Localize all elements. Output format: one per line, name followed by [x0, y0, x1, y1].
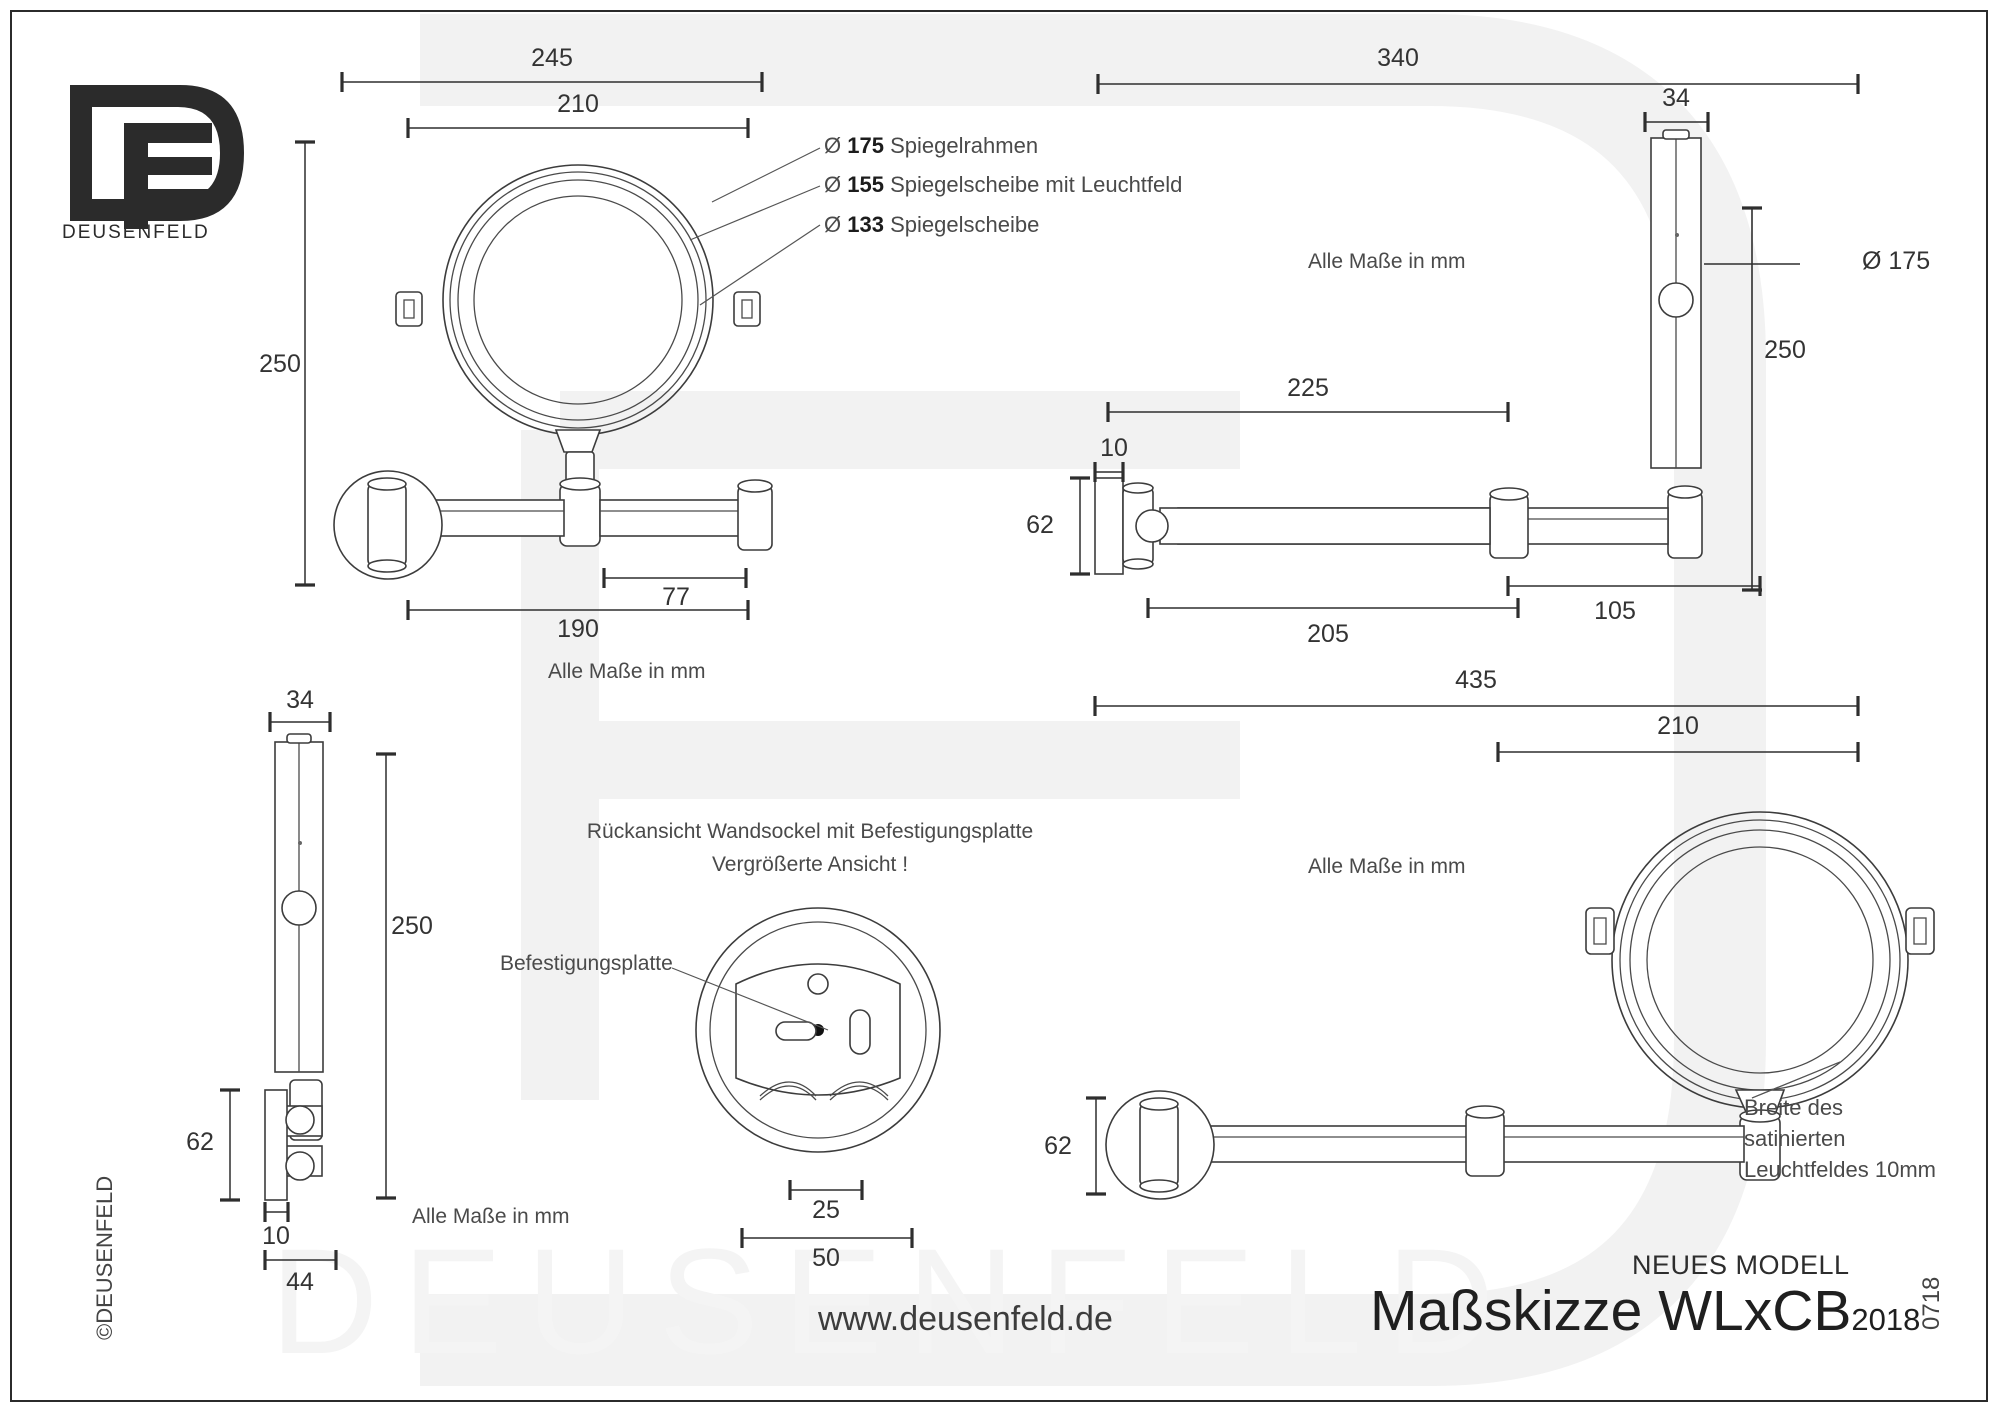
- dim-wall-base-50: 50: [812, 1244, 840, 1272]
- note-lightband: Breite des satinierten Leuchtfeldes 10mm: [1744, 1092, 1936, 1185]
- view-side-bottom-left: [220, 712, 396, 1270]
- dim-front-left-77: 77: [662, 583, 690, 611]
- dim-side-top-34: 34: [1662, 84, 1690, 112]
- dim-side-top-250: 250: [1764, 336, 1806, 364]
- callout-label: Spiegelscheibe: [890, 212, 1040, 237]
- title-year: 2018: [1851, 1302, 1921, 1337]
- view-front-left: [295, 72, 821, 620]
- dim-side-top-10: 10: [1100, 434, 1128, 462]
- logo-wordmark: DEUSENFELD: [62, 222, 210, 243]
- dim-front-left-250: 250: [259, 350, 301, 378]
- dim-side-bottom-250: 250: [391, 912, 433, 940]
- label-befestigungsplatte: Befestigungsplatte: [500, 952, 673, 975]
- title-main-text: Maßskizze WLxCB: [1370, 1279, 1852, 1343]
- view-side-top-right: [1070, 74, 1860, 618]
- deusenfeld-logo-icon: [70, 85, 244, 229]
- copyright-text: ©DEUSENFELD: [92, 1175, 117, 1340]
- dim-side-top-225: 225: [1287, 374, 1329, 402]
- dim-side-top-62: 62: [1026, 511, 1054, 539]
- detail-title-line1: Rückansicht Wandsockel mit Befestigungsp…: [586, 820, 1034, 843]
- website-url[interactable]: www.deusenfeld.de: [818, 1300, 1113, 1338]
- view-wall-base-detail: [671, 907, 941, 1248]
- dim-side-top-dia175: Ø 175: [1862, 247, 1931, 275]
- dim-side-top-205: 205: [1307, 620, 1349, 648]
- watermark-text: DEUSENFELD: [270, 1217, 1519, 1385]
- callout-label: Spiegelrahmen: [890, 133, 1039, 158]
- note-lightband-line2: satinierten: [1744, 1126, 1846, 1151]
- dim-side-bottom-10: 10: [262, 1222, 290, 1250]
- note-lightband-line3: Leuchtfeldes 10mm: [1744, 1157, 1936, 1182]
- dim-front-right-62: 62: [1044, 1132, 1072, 1160]
- dim-side-top-105: 105: [1594, 597, 1636, 625]
- dim-front-right-210: 210: [1657, 712, 1699, 740]
- dim-front-left-190: 190: [557, 615, 599, 643]
- dim-wall-base-25: 25: [812, 1196, 840, 1224]
- dim-front-left-245: 245: [531, 44, 573, 72]
- note-units-3: Alle Maße in mm: [412, 1205, 570, 1228]
- view-front-bottom-right: [1086, 696, 1935, 1200]
- callout-value: 133: [847, 212, 884, 237]
- note-units-4: Alle Maße in mm: [1308, 855, 1466, 878]
- note-units-2: Alle Maße in mm: [1308, 250, 1466, 273]
- callout-dia-symbol: Ø: [824, 133, 842, 158]
- callout-value: 155: [847, 172, 884, 197]
- dim-side-bottom-34: 34: [286, 686, 314, 714]
- note-units-1: Alle Maße in mm: [548, 660, 706, 683]
- callout-dia-symbol: Ø: [824, 172, 842, 197]
- callout-spiegelrahmen: Ø 175 Spiegelrahmen: [824, 133, 1038, 159]
- dim-front-left-210: 210: [557, 90, 599, 118]
- title-subtitle: NEUES MODELL: [1632, 1250, 1850, 1280]
- doc-code: 0718: [1918, 1276, 1945, 1330]
- callout-spiegelscheibe: Ø 133 Spiegelscheibe: [824, 212, 1039, 238]
- dim-side-top-340: 340: [1377, 44, 1419, 72]
- title-main: Maßskizze WLxCB2018: [1370, 1278, 1920, 1344]
- note-lightband-line1: Breite des: [1744, 1095, 1844, 1120]
- dim-front-right-435: 435: [1455, 666, 1497, 694]
- callout-label: Spiegelscheibe mit Leuchtfeld: [890, 172, 1183, 197]
- dim-side-bottom-44: 44: [286, 1268, 314, 1296]
- dim-side-bottom-62: 62: [186, 1128, 214, 1156]
- callout-value: 175: [847, 133, 884, 158]
- callout-dia-symbol: Ø: [824, 212, 842, 237]
- detail-title-line2: Vergrößerte Ansicht !: [711, 853, 909, 876]
- callout-spiegelscheibe-leuchtfeld: Ø 155 Spiegelscheibe mit Leuchtfeld: [824, 172, 1182, 198]
